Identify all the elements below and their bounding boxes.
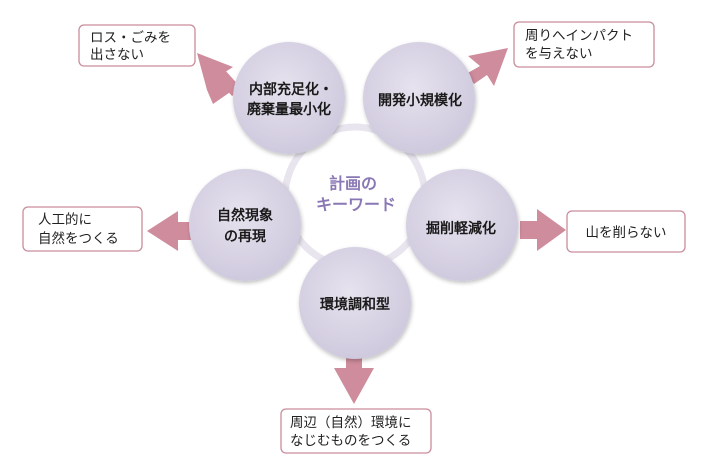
center-title-line1: 計画の [329, 174, 377, 193]
circle-nature [189, 169, 301, 281]
circle-excavation [406, 169, 518, 281]
keyword-internal-line2: 廃棄量最小化 [247, 101, 331, 118]
keyword-nature-line1: 自然現象 [217, 207, 273, 224]
circle-small [363, 42, 475, 154]
keyword-small-label: 開発小規模化 [378, 92, 462, 109]
arrow-no-impact [466, 48, 508, 86]
keyword-excavation-label: 掘削軽減化 [426, 220, 496, 237]
outcome-box-no-impact [513, 21, 655, 68]
center-title-line2: キーワード [316, 195, 396, 214]
circle-harmony [299, 247, 411, 359]
keyword-internal-line1: 内部充足化・ [249, 81, 333, 98]
outcome-no-cut-label: 山を削らない [586, 225, 667, 241]
arrow-no-cut [520, 209, 566, 251]
circle-internal [233, 42, 345, 154]
outcome-make-nature-line1: 人工的に [38, 212, 92, 228]
keyword-nature-line2: の再現 [224, 229, 266, 245]
outcome-box-make-nature [22, 206, 143, 252]
outcome-blend-line2: なじむものをつくる [290, 433, 411, 449]
outcome-no-waste-line2: 出さない [90, 47, 144, 63]
outcome-no-waste-line1: ロス・ごみを [90, 30, 171, 46]
arrow-make-nature [147, 211, 196, 251]
arrow-blend [334, 344, 374, 404]
outcome-box-blend [280, 408, 432, 454]
outcome-blend-line1: 周辺（自然）環境に [290, 414, 412, 431]
outcome-no-impact-line2: を与えない [525, 46, 593, 62]
outcome-no-impact-line1: 周りへインパクト [525, 28, 633, 44]
outcome-box-no-cut [566, 210, 686, 253]
keyword-harmony-label: 環境調和型 [320, 296, 390, 313]
outcome-make-nature-line2: 自然をつくる [38, 230, 119, 247]
outcome-box-no-waste [78, 24, 196, 67]
